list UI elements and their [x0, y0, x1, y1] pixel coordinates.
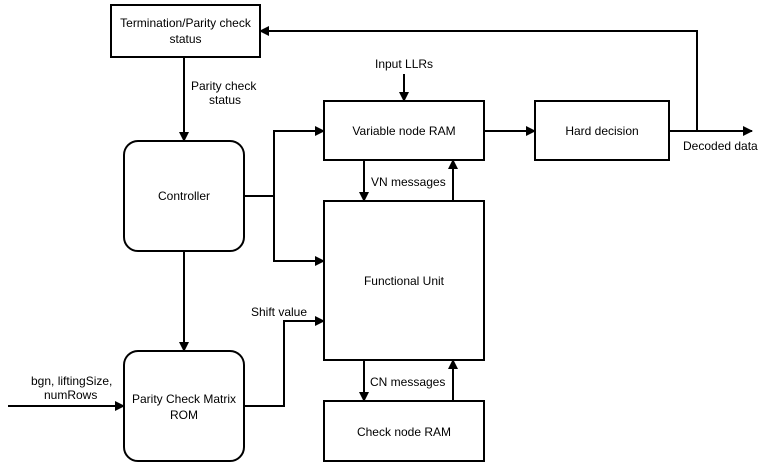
rom-inputs-label-line1: bgn, liftingSize,	[31, 374, 112, 388]
hard-decision-label: Hard decision	[565, 124, 638, 138]
termination-parity-check-block: Termination/Parity check status	[110, 4, 261, 58]
controller-block: Controller	[123, 140, 245, 252]
hard-decision-block: Hard decision	[534, 100, 670, 161]
shift-value-label: Shift value	[251, 305, 307, 319]
input-llrs-label: Input LLRs	[375, 57, 433, 71]
vn-messages-label: VN messages	[371, 175, 446, 189]
arrow-rom-to-functional-unit	[244, 316, 325, 407]
termination-label-line1: Termination/Parity check	[120, 16, 252, 30]
functional-unit-label: Functional Unit	[364, 274, 445, 288]
vn-ram-label: Variable node RAM	[352, 124, 455, 138]
controller-label: Controller	[158, 189, 210, 203]
termination-label-line2: status	[169, 32, 201, 46]
pcm-rom-label-line1: Parity Check Matrix	[132, 392, 236, 406]
parity-status-label-line1: Parity check	[191, 79, 257, 93]
arrow-controller-to-functional-unit	[273, 196, 325, 266]
arrow-feedback-to-termination	[259, 26, 698, 131]
functional-unit-block: Functional Unit	[323, 200, 485, 361]
cn-ram-label: Check node RAM	[357, 425, 451, 439]
variable-node-ram-block: Variable node RAM	[323, 100, 485, 161]
rom-inputs-label-line2: numRows	[44, 388, 97, 402]
parity-status-label-line2: status	[209, 93, 241, 107]
arrow-controller-to-vn-ram	[244, 126, 325, 197]
check-node-ram-block: Check node RAM	[323, 400, 485, 462]
connectors	[8, 26, 753, 411]
edge-labels: Parity check status Input LLRs Decoded d…	[31, 57, 758, 402]
cn-messages-label: CN messages	[370, 375, 445, 389]
pcm-rom-label-line2: ROM	[170, 408, 198, 422]
decoded-data-label: Decoded data	[683, 139, 758, 153]
parity-check-matrix-rom-block: Parity Check Matrix ROM	[123, 350, 245, 462]
